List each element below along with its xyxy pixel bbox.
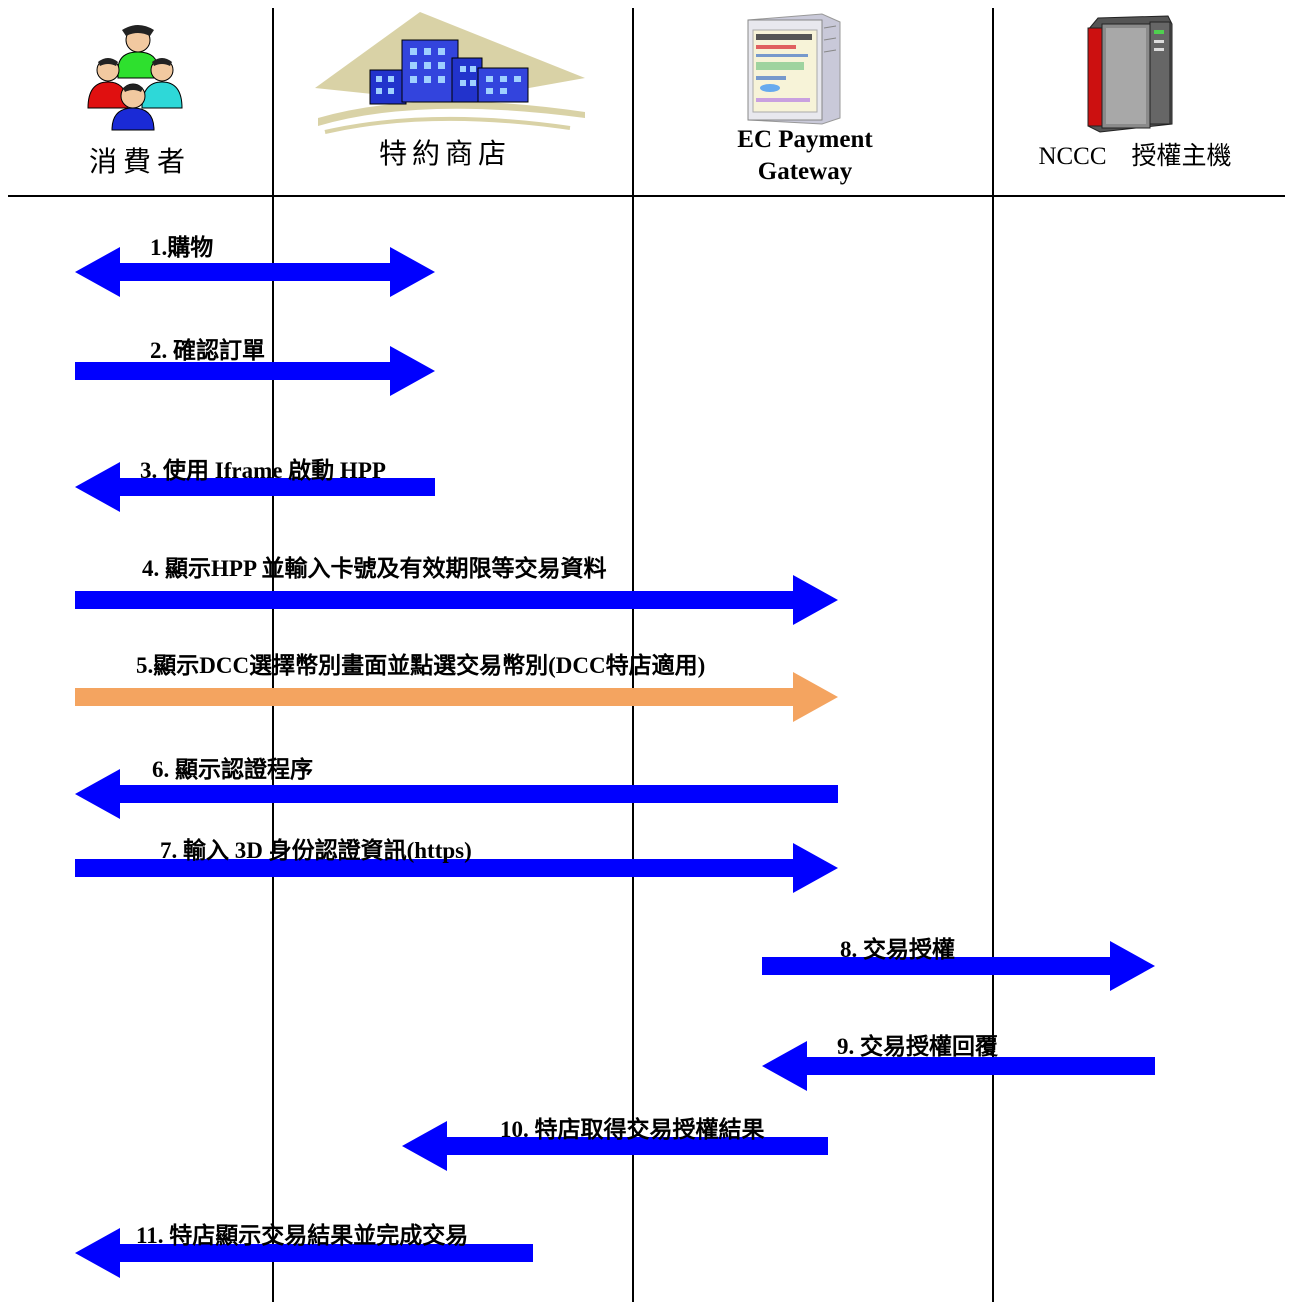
step-label-6: 6. 顯示認證程序 — [152, 757, 313, 782]
step-label-4: 4. 顯示HPP 並輸入卡號及有效期限等交易資料 — [142, 556, 607, 581]
server-screen-icon — [747, 13, 841, 125]
arrow-step-5 — [75, 672, 838, 722]
lane-merchant-label: 特約商店 — [378, 139, 511, 170]
arrow-step-4 — [75, 575, 838, 625]
lane-gateway-label-line2: Gateway — [757, 158, 853, 185]
step-label-8: 8. 交易授權 — [840, 937, 955, 962]
step-label-5: 5.顯示DCC選擇幣別畫面並點選交易幣別(DCC特店適用) — [136, 653, 706, 678]
arrow-step-3 — [75, 462, 435, 512]
step-label-7: 7. 輸入 3D 身份認證資訊(https) — [160, 838, 472, 863]
arrow-step-6 — [75, 769, 838, 819]
step-label-2: 2. 確認訂單 — [150, 338, 265, 363]
step-label-3: 3. 使用 Iframe 啟動 HPP — [140, 458, 386, 483]
office-buildings-icon — [315, 12, 585, 134]
arrow-step-8 — [762, 941, 1155, 991]
step-label-11: 11. 特店顯示交易結果並完成交易 — [136, 1223, 469, 1248]
arrow-step-2 — [75, 346, 435, 396]
lane-dividers — [8, 8, 1285, 1302]
lane-consumer-label: 消費者 — [88, 147, 191, 178]
step-label-1: 1.購物 — [150, 235, 214, 260]
lane-nccc-label: NCCC 授權主機 — [1038, 143, 1232, 170]
arrow-step-11 — [75, 1228, 533, 1278]
arrow-step-7 — [75, 843, 838, 893]
message-arrows — [75, 247, 1155, 1278]
arrow-step-10 — [402, 1121, 828, 1171]
arrow-step-1 — [75, 247, 435, 297]
step-label-10: 10. 特店取得交易授權結果 — [500, 1117, 765, 1142]
people-group-icon — [87, 25, 183, 131]
arrow-step-9 — [762, 1041, 1155, 1091]
mainframe-icon — [1087, 15, 1173, 133]
step-label-9: 9. 交易授權回覆 — [837, 1034, 998, 1059]
lane-gateway-label: EC Payment Gateway — [690, 124, 920, 188]
lane-gateway-label-line1: EC Payment — [737, 126, 873, 153]
